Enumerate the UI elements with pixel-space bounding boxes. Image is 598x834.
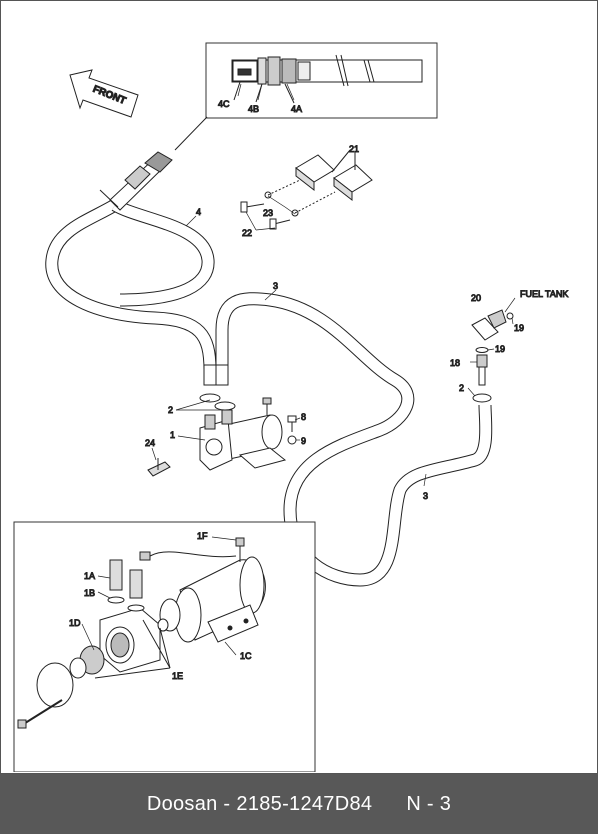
inset-leader-line — [174, 116, 208, 151]
callout-1e: 1E — [172, 671, 183, 681]
bolt-22-washer-23 — [240, 179, 336, 230]
elbow-fitting-20 — [471, 309, 507, 341]
callout-8: 8 — [301, 412, 306, 422]
callout-18: 18 — [450, 358, 460, 368]
callout-4a: 4A — [291, 104, 302, 114]
fuel-pump-assembly-1 — [199, 397, 287, 471]
callout-1: 1 — [170, 430, 175, 440]
callout-24: 24 — [145, 438, 155, 448]
o-ring-19-b — [475, 347, 489, 353]
callout-leader-lines — [81, 83, 516, 656]
callout-23: 23 — [263, 208, 273, 218]
fuel-tank-label: FUEL TANK — [520, 289, 568, 299]
callout-4: 4 — [196, 207, 201, 217]
brand-label: Doosan - — [146, 792, 231, 815]
callout-19-b: 19 — [495, 344, 505, 354]
front-arrow-icon — [69, 69, 139, 118]
fuel-hose-4 — [45, 199, 217, 386]
callout-1a: 1A — [84, 571, 95, 581]
callout-2-left: 2 — [168, 405, 173, 415]
callout-19-a: 19 — [514, 323, 524, 333]
callout-1c: 1C — [240, 651, 252, 661]
callout-1d: 1D — [69, 618, 81, 628]
callout-4c: 4C — [218, 99, 230, 109]
fuel-system-diagram: FRONT FUEL TANK 4C 4B 4A 21 4 23 22 3 20… — [13, 42, 569, 772]
hose-clamp-2 — [199, 393, 236, 411]
callout-3-bottom: 3 — [423, 491, 428, 501]
clip-24 — [147, 458, 171, 477]
connector-18 — [476, 354, 488, 386]
callout-3-top: 3 — [273, 281, 278, 291]
callout-4b: 4B — [248, 104, 259, 114]
fuel-hose-3 — [215, 292, 493, 587]
callout-2-right: 2 — [459, 383, 464, 393]
callout-22: 22 — [242, 228, 252, 238]
hose-end-detail-inset — [205, 42, 438, 119]
bolt-8-washer-9 — [287, 415, 297, 445]
callout-1b: 1B — [84, 588, 95, 598]
page-number: N - 3 — [406, 792, 452, 815]
hose-clamp-2-right — [472, 393, 492, 403]
callout-1f: 1F — [197, 531, 208, 541]
callout-9: 9 — [301, 436, 306, 446]
hose-end-fitting — [99, 151, 173, 211]
o-ring-19-a — [506, 312, 514, 320]
callout-20: 20 — [471, 293, 481, 303]
part-number: 2185-1247D84 — [236, 792, 373, 815]
hose-bracket-21 — [295, 149, 373, 202]
pump-exploded-inset — [13, 521, 316, 772]
callout-21: 21 — [349, 144, 359, 154]
footer-bar: Doosan - 2185-1247D84 N - 3 — [0, 774, 598, 834]
